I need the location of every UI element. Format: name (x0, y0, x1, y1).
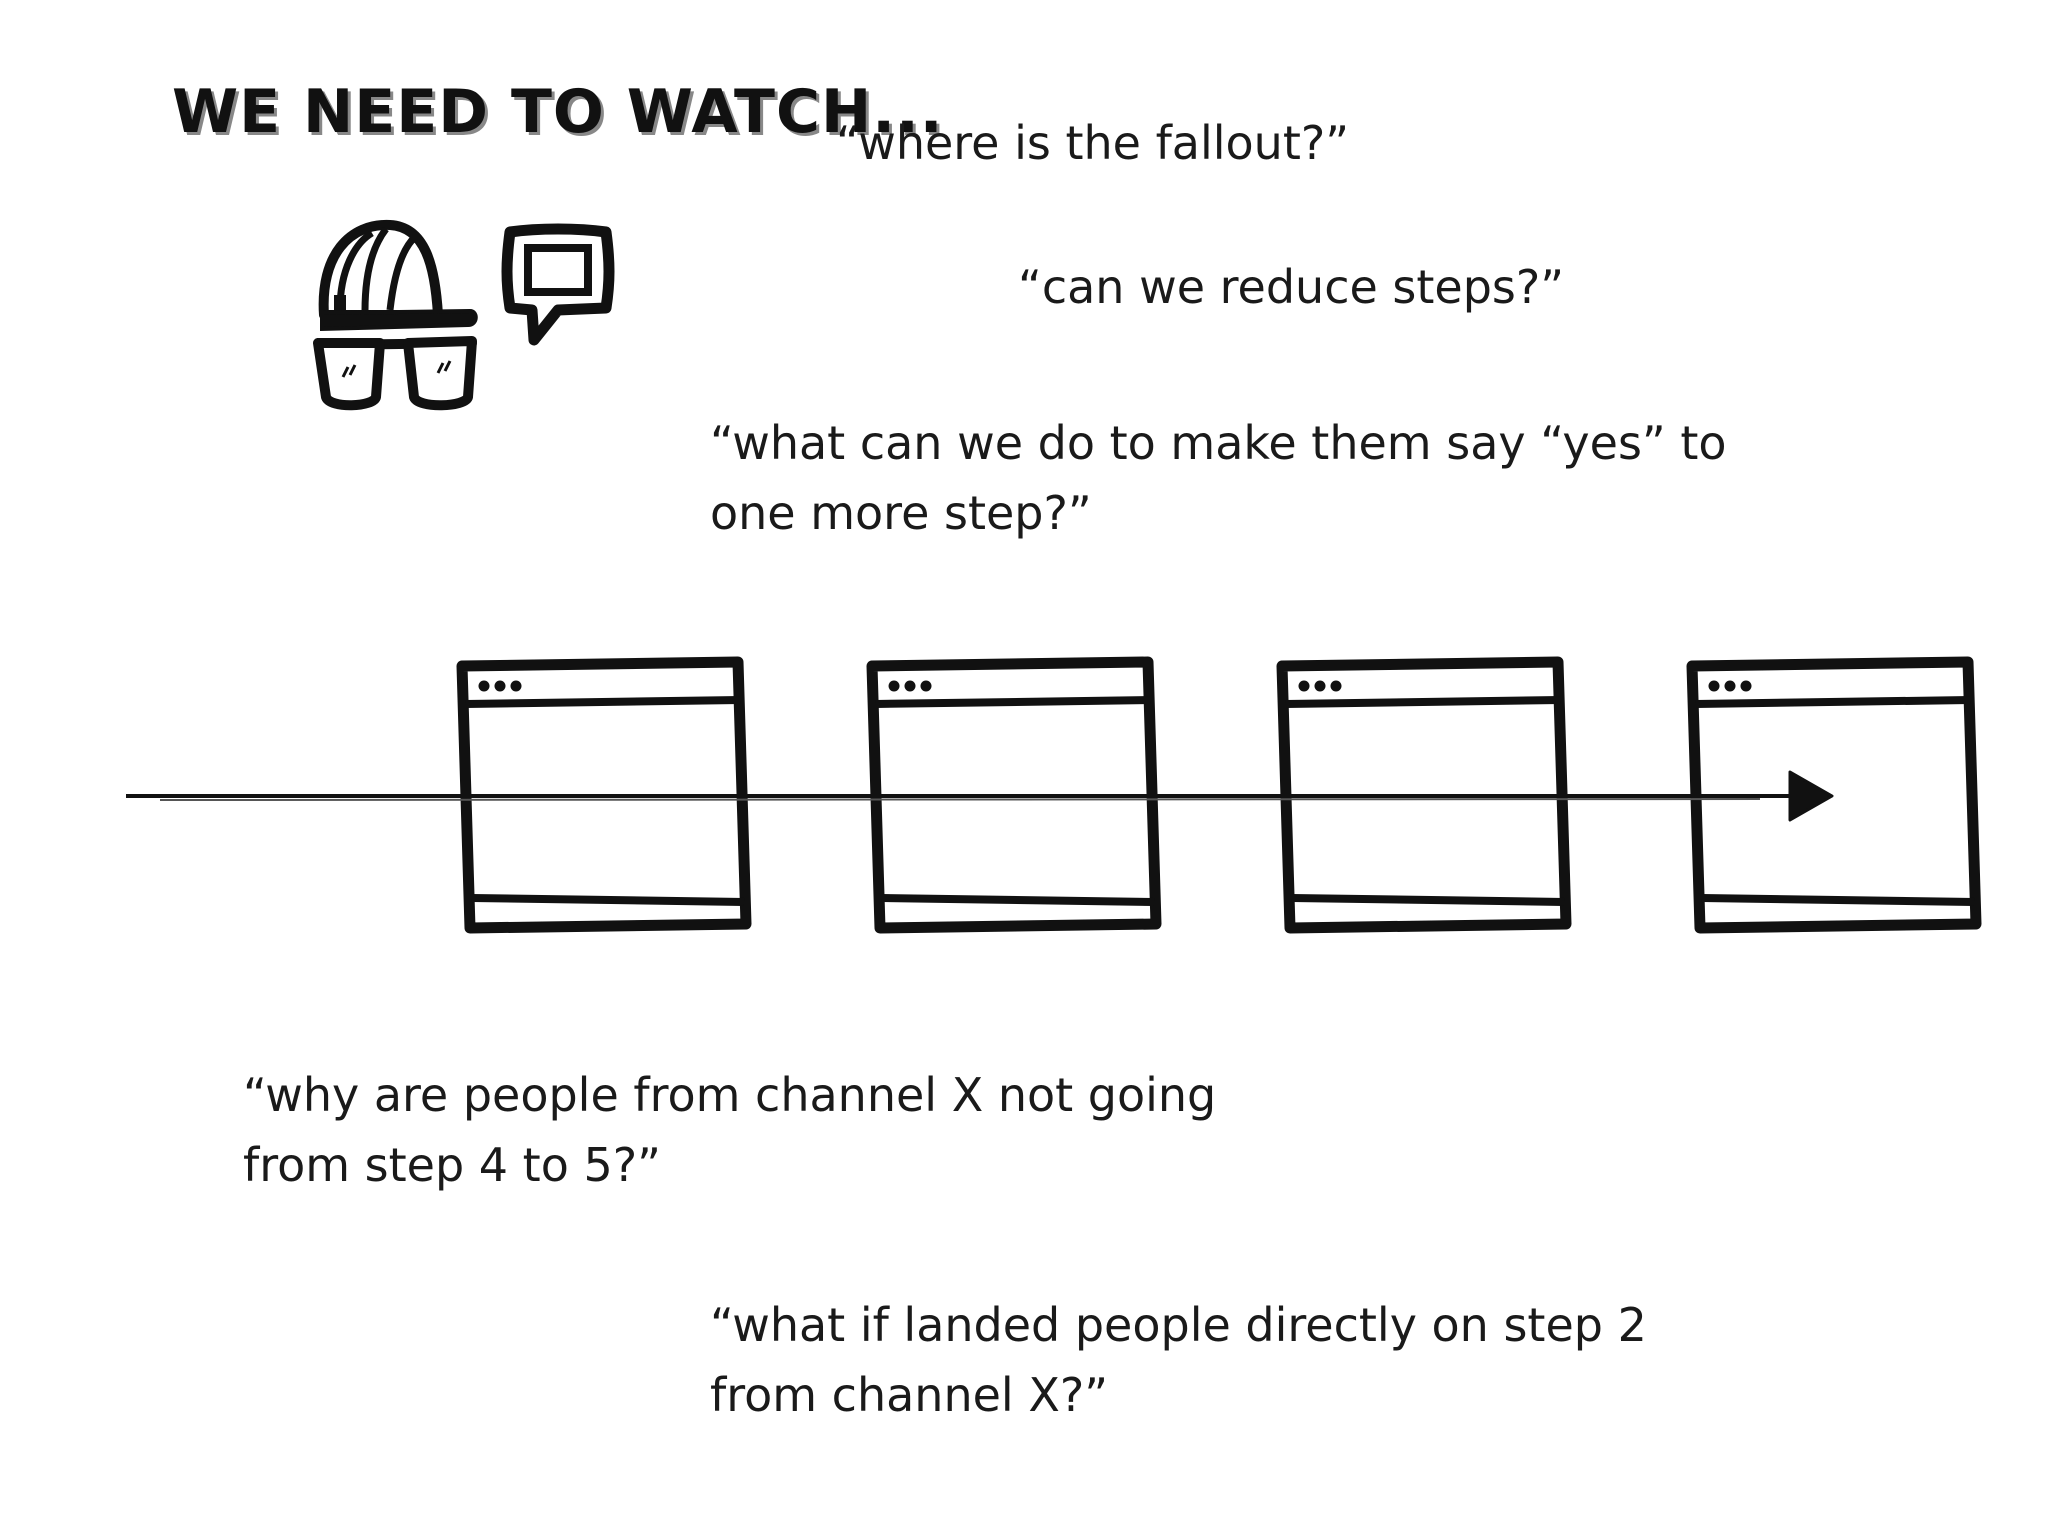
window-dot (888, 680, 900, 692)
funnel-flow-diagram (126, 656, 1982, 934)
window-dot (478, 680, 490, 692)
window-dot (1724, 680, 1736, 692)
window-footer-line (471, 894, 745, 906)
cap-glasses-persona-icon (310, 215, 480, 415)
quote-land-on-step-2: “what if landed people directly on step … (710, 1298, 1647, 1422)
window-titlebar-line (465, 696, 741, 708)
step-window-4 (1686, 656, 1982, 934)
quote-fallout: “where is the fallout?” (836, 116, 1350, 170)
window-titlebar-line (1285, 696, 1561, 708)
window-dot (1330, 680, 1342, 692)
window-dot (494, 680, 506, 692)
window-dot (1314, 680, 1326, 692)
quote-channel-x-drop: “why are people from channel X not going… (243, 1068, 1217, 1192)
arrow-head-icon (1788, 770, 1834, 822)
window-dot (1298, 680, 1310, 692)
window-footer-line (1701, 894, 1975, 906)
window-frame (1686, 656, 1982, 934)
window-footer-line (881, 894, 1155, 906)
window-dot (1740, 680, 1752, 692)
quote-reduce-steps: “can we reduce steps?” (1018, 260, 1565, 314)
timeline-line-texture (159, 798, 1761, 801)
page-title: We need to watch... (172, 77, 944, 147)
speech-bubble-icon (498, 222, 618, 350)
window-titlebar-line (1695, 696, 1971, 708)
window-dot (904, 680, 916, 692)
window-titlebar-line (875, 696, 1151, 708)
quote-one-more-step: “what can we do to make them say “yes” t… (710, 416, 1727, 540)
window-footer-line (1291, 894, 1565, 906)
window-dot (510, 680, 522, 692)
window-dot (1708, 680, 1720, 692)
window-dot (920, 680, 932, 692)
